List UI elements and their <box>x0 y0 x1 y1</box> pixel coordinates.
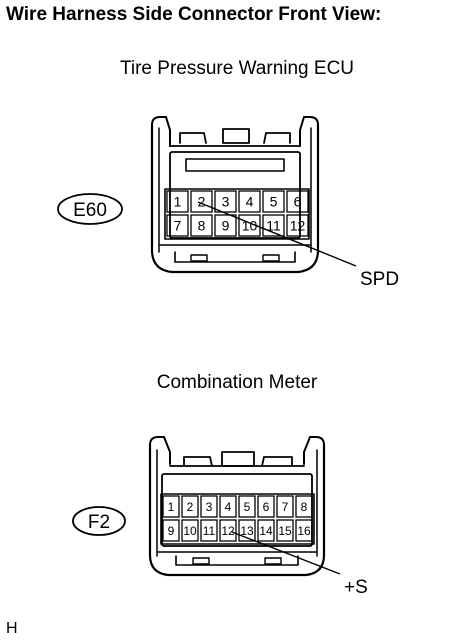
pin-cell <box>214 214 237 237</box>
pin-cell <box>181 519 199 542</box>
connector-e60-code: E60 <box>73 200 107 221</box>
plus-s-signal-label: +S <box>344 577 368 598</box>
pin-cell <box>286 214 309 237</box>
pin-number: 12 <box>221 524 235 538</box>
pin-cell <box>295 495 313 518</box>
spd-leader-line <box>197 201 357 267</box>
spd-signal-label: SPD <box>360 269 399 290</box>
pin-cell <box>162 495 180 518</box>
pin-cell <box>238 190 261 213</box>
pin-cell <box>276 495 294 518</box>
pin-number: 9 <box>222 218 230 234</box>
pin-number: 5 <box>244 500 251 514</box>
connector-f2-code: F2 <box>88 512 110 533</box>
pin-cell <box>286 190 309 213</box>
diagram-title: Wire Harness Side Connector Front View: <box>6 4 382 25</box>
pin-number: 10 <box>183 524 197 538</box>
pin-cell <box>238 214 261 237</box>
pin-cell <box>257 519 275 542</box>
pin-number: 3 <box>222 194 230 210</box>
pin-cell <box>219 519 237 542</box>
pin-cell <box>257 495 275 518</box>
connector-e60-name: Tire Pressure Warning ECU <box>119 58 355 79</box>
pin-number: 16 <box>297 524 311 538</box>
pin-cell <box>262 214 285 237</box>
pin-number: 11 <box>203 524 216 538</box>
pin-number: 13 <box>240 524 254 538</box>
pin-number: 7 <box>282 500 289 514</box>
pin-cell <box>238 495 256 518</box>
pin-cell <box>219 495 237 518</box>
connector-f2-label-ellipse <box>72 506 126 536</box>
pin-number: 14 <box>259 524 273 538</box>
pin-cell <box>162 519 180 542</box>
pin-cell <box>190 214 213 237</box>
pin-number: 1 <box>168 500 175 514</box>
corner-label: H <box>6 620 18 637</box>
pin-cell <box>166 214 189 237</box>
pin-number: 6 <box>294 194 302 210</box>
pin-cell <box>166 190 189 213</box>
pin-number: 1 <box>174 194 182 210</box>
pin-number: 3 <box>206 500 213 514</box>
pin-number: 8 <box>301 500 308 514</box>
pin-cell <box>200 519 218 542</box>
pin-cell <box>262 190 285 213</box>
pin-cell <box>200 495 218 518</box>
pin-number: 4 <box>225 500 232 514</box>
connector-f2-housing <box>148 436 326 577</box>
pin-number: 7 <box>174 218 182 234</box>
pin-cell <box>276 519 294 542</box>
pin-cell <box>181 495 199 518</box>
pin-cell <box>214 190 237 213</box>
pin-number: 2 <box>198 194 206 210</box>
pin-number: 9 <box>168 524 175 538</box>
pin-cell <box>190 190 213 213</box>
pin-number: 8 <box>198 218 206 234</box>
pin-number: 5 <box>270 194 278 210</box>
connector-e60-housing <box>150 116 320 274</box>
pin-number: 12 <box>290 218 306 234</box>
plus-s-leader-line <box>231 531 341 575</box>
connector-e60-label-ellipse <box>57 193 123 225</box>
pin-number: 6 <box>263 500 270 514</box>
pin-number: 2 <box>187 500 194 514</box>
connector-f2-name: Combination Meter <box>156 372 318 393</box>
pin-cell <box>238 519 256 542</box>
pin-number: 11 <box>266 218 281 234</box>
pin-cell <box>295 519 313 542</box>
pin-number: 15 <box>278 524 292 538</box>
pin-number: 4 <box>246 194 254 210</box>
